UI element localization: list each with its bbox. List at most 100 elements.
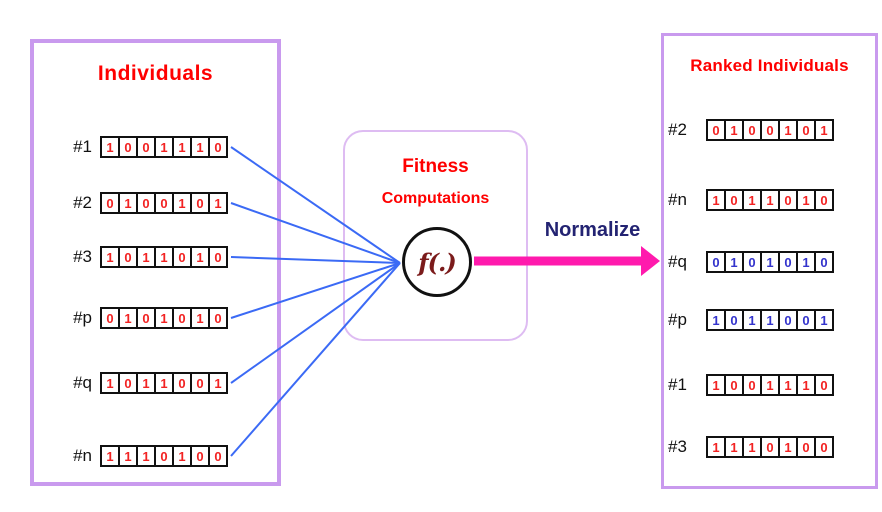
individual-label: #1 [668,375,687,394]
individual-label: #q [73,373,92,392]
individual-label: #2 [73,193,92,212]
bit-cell: 1 [136,246,156,268]
bit-cell: 1 [742,309,762,331]
bit-cell: 1 [100,372,120,394]
bit-cell: 0 [724,189,744,211]
bit-cell: 1 [154,307,174,329]
bit-cell: 1 [814,119,834,141]
bit-cell: 0 [742,251,762,273]
bit-cell: 1 [706,374,726,396]
bit-cell: 1 [100,445,120,467]
bit-cell: 0 [778,189,798,211]
bit-cell: 1 [208,372,228,394]
bit-cell: 0 [118,136,138,158]
bit-cell: 0 [154,445,174,467]
bit-cell: 0 [190,192,210,214]
bit-cell: 0 [208,246,228,268]
bit-cell: 0 [118,246,138,268]
individual-label: #p [668,310,687,329]
bit-cell: 0 [118,372,138,394]
bit-cell: 1 [778,119,798,141]
bit-cell: 0 [706,119,726,141]
bit-cell: 0 [778,251,798,273]
bit-cell: 0 [742,374,762,396]
bit-cell: 1 [706,436,726,458]
individual-label: #n [73,446,92,465]
bit-cell: 0 [814,436,834,458]
bit-cell: 0 [208,307,228,329]
bit-cell: 1 [724,251,744,273]
bit-cell: 0 [796,309,816,331]
bit-cell: 0 [760,436,780,458]
bit-cell: 0 [190,372,210,394]
bit-cell: 1 [742,436,762,458]
bit-cell: 1 [208,192,228,214]
bit-cell: 1 [172,445,192,467]
ranked-individuals-title: Ranked Individuals [690,56,849,75]
bit-cell: 0 [100,192,120,214]
bit-cell: 1 [172,192,192,214]
bit-cell: 0 [742,119,762,141]
bit-cell: 0 [706,251,726,273]
bit-cell: 1 [778,436,798,458]
bit-cell: 1 [724,119,744,141]
bit-cell: 0 [136,307,156,329]
fitness-title-line1: Fitness [402,156,469,177]
bit-cell: 1 [706,309,726,331]
bit-cell: 0 [100,307,120,329]
bit-cell: 0 [796,119,816,141]
bit-cell: 1 [172,136,192,158]
bit-cell: 0 [172,246,192,268]
bit-cell: 1 [760,189,780,211]
normalize-label: Normalize [544,219,641,241]
bit-cell: 1 [136,445,156,467]
bit-cell: 0 [796,436,816,458]
bit-cell: 1 [190,246,210,268]
individual-label: #p [73,308,92,327]
individual-label: #3 [668,437,687,456]
bit-cell: 0 [814,374,834,396]
bit-cell: 0 [136,136,156,158]
bit-cell: 0 [760,119,780,141]
bit-cell: 0 [724,309,744,331]
bit-cell: 1 [154,372,174,394]
bit-cell: 1 [724,436,744,458]
fitness-function-circle: f(.) [402,227,472,297]
bit-cell: 0 [778,309,798,331]
bit-cell: 1 [814,309,834,331]
bit-cell: 1 [118,192,138,214]
bit-cell: 1 [100,136,120,158]
individual-label: #2 [668,120,687,139]
bit-cell: 0 [208,445,228,467]
bit-cell: 1 [760,251,780,273]
fitness-function-label: f(.) [418,247,456,277]
bit-cell: 1 [118,307,138,329]
bit-cell: 1 [796,374,816,396]
bit-cell: 0 [208,136,228,158]
bit-cell: 1 [706,189,726,211]
normalize-arrow-head [641,246,660,276]
bit-cell: 1 [760,309,780,331]
bit-cell: 1 [154,136,174,158]
